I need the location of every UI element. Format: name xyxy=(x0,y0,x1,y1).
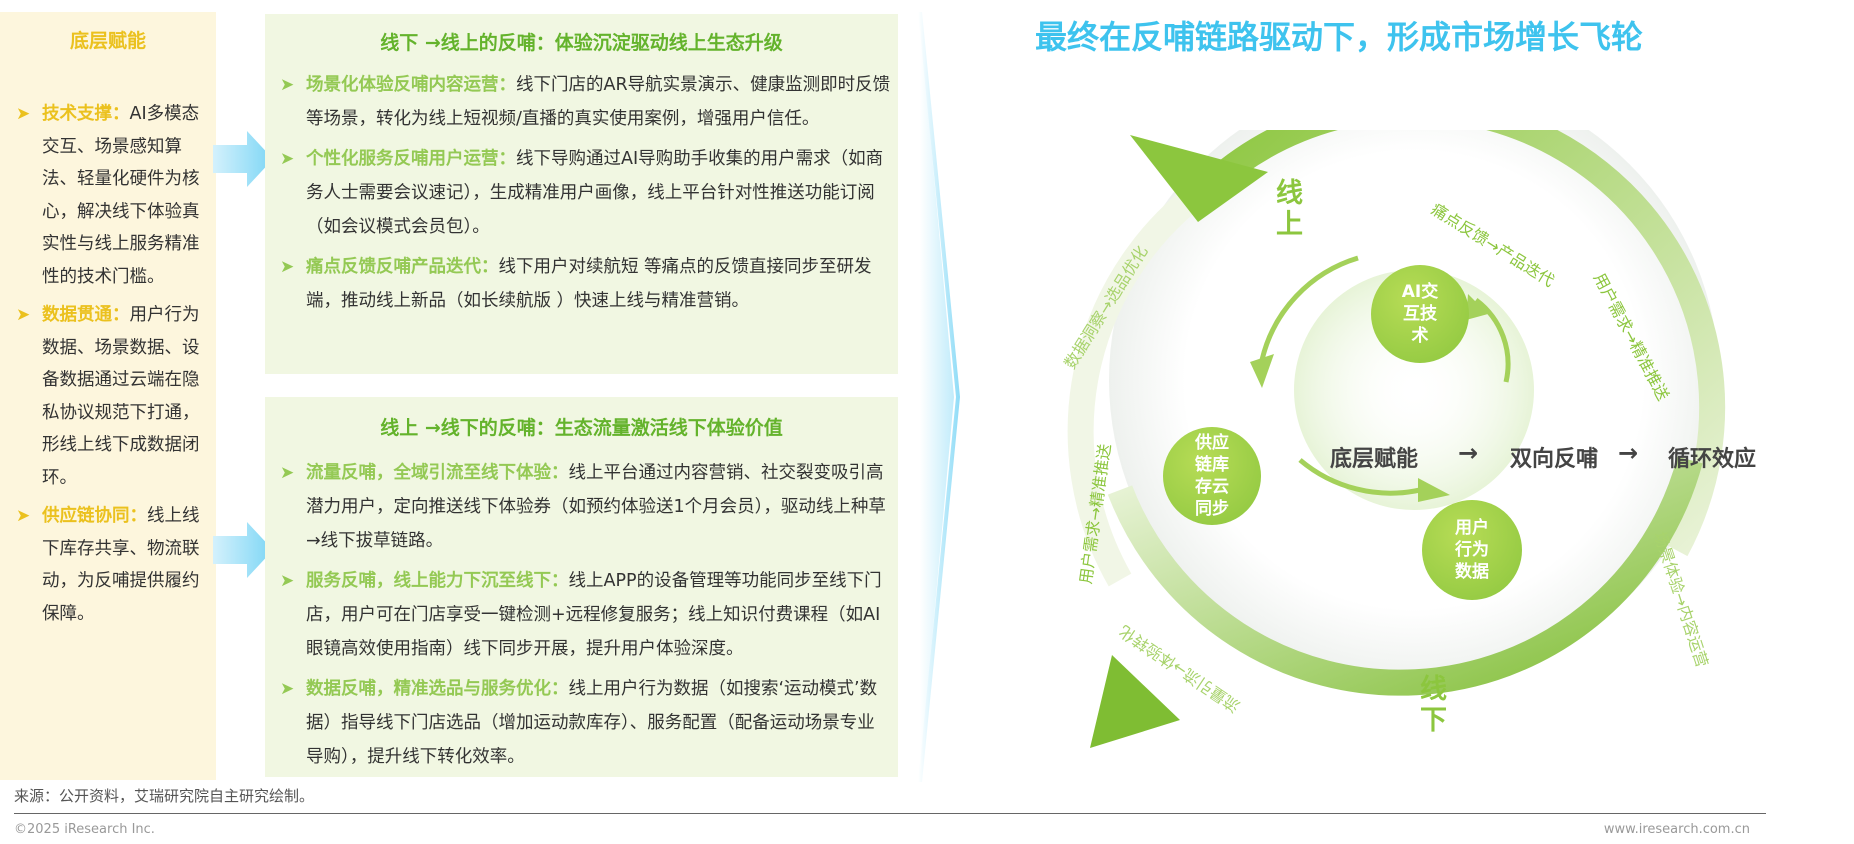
chevron-right-icon: ➤ xyxy=(280,463,295,483)
item-name: 数据贯通： xyxy=(42,305,130,325)
online-to-offline-title: 线上 →线下的反哺：生态流量激活线下体验价值 xyxy=(380,417,783,439)
chevron-right-icon: ➤ xyxy=(16,104,31,124)
offline-label: 线 下 xyxy=(1420,674,1447,736)
arrow-right-icon xyxy=(213,131,273,187)
node-label-line: 链库 xyxy=(1195,455,1229,475)
list-item: ➤ 个性化服务反哺用户运营：线下导购通过AI导购助手收集的用户需求（如商务人士需… xyxy=(280,142,892,244)
chevron-right-icon: ➤ xyxy=(280,679,295,699)
item-name: 场景化体验反哺内容运营： xyxy=(306,75,516,95)
outer-arc-arrowhead-top xyxy=(1130,135,1268,222)
item-text: 线上用户行为数据（如搜索‘运动模式’数据）指导线下门店选品（增加运动款库存）、服… xyxy=(306,679,878,767)
left-panel xyxy=(0,12,216,780)
inner-arrow-user xyxy=(1298,458,1421,496)
source-note: 来源：公开资料，艾瑞研究院自主研究绘制。 xyxy=(14,787,315,805)
node-label-line: 术 xyxy=(1411,326,1429,346)
list-item: ➤ 场景化体验反哺内容运营：线下门店的AR导航实景演示、健康监测即时反馈等场景，… xyxy=(280,68,892,136)
arrow-right-icon xyxy=(213,522,273,578)
offline-label-char: 下 xyxy=(1420,705,1447,736)
list-item: ➤ 服务反哺，线上能力下沉至线下：线上APP的设备管理等功能同步至线下门店，用户… xyxy=(280,564,892,666)
node-label-line: 用户 xyxy=(1455,518,1489,538)
item-name: 数据反哺，精准选品与服务优化： xyxy=(306,679,569,699)
right-panel-title: 最终在反哺链路驱动下，形成市场增长飞轮 xyxy=(1035,18,1644,56)
item-name: 技术支撑： xyxy=(42,104,130,124)
growth-flywheel-diagram xyxy=(1067,130,1726,748)
footer-divider xyxy=(14,813,1766,814)
item-text: AI多模态交互、场景感知算法、轻量化硬件为核心，解决线下体验真实性与线上服务精准… xyxy=(42,104,200,287)
chevron-right-icon: ➤ xyxy=(280,149,295,169)
arrow-right-icon: → xyxy=(1618,439,1639,467)
item-text: 线上线下库存共享、物流联动，为反哺提供履约保障。 xyxy=(42,506,200,624)
left-panel-title: 底层赋能 xyxy=(69,30,146,52)
item-text: 线下用户对续航短 等痛点的反馈直接同步至研发端，推动线上新品（如长续航版 ）快速… xyxy=(306,257,872,311)
inner-arrow-to-ai xyxy=(1474,297,1511,383)
list-item: ➤ 供应链协同：线上线下库存共享、物流联动，为反哺提供履约保障。 xyxy=(14,500,210,630)
node-label-line: AI交 xyxy=(1401,282,1439,302)
inner-arrowhead xyxy=(1418,478,1450,502)
node-user-behavior: 用户 行为 数据 xyxy=(1422,500,1522,600)
offline-to-online-box xyxy=(265,14,898,374)
item-text: 线上APP的设备管理等功能同步至线下门店，用户可在门店享受一键检测+远程修复服务… xyxy=(306,571,882,659)
node-label-line: 存云 xyxy=(1195,477,1229,497)
node-label-line: 数据 xyxy=(1455,562,1489,582)
inner-arrowhead xyxy=(1250,354,1274,388)
outer-arc-arrowhead-bottom xyxy=(1090,655,1180,748)
online-label-char: 线 xyxy=(1276,178,1303,209)
list-item: ➤ 数据反哺，精准选品与服务优化：线上用户行为数据（如搜索‘运动模式’数据）指导… xyxy=(280,672,892,774)
item-text: 用户行为数据、场景数据、设备数据通过云端在隐私协议规范下打通，形线上线下成数据闭… xyxy=(42,305,200,488)
center-label-base-enablement: 底层赋能 xyxy=(1330,447,1419,472)
item-name: 流量反哺，全域引流至线下体验： xyxy=(306,463,569,483)
list-item: ➤ 数据贯通：用户行为数据、场景数据、设备数据通过云端在隐私协议规范下打通，形线… xyxy=(14,299,210,494)
node-label-line: 互技 xyxy=(1402,304,1437,324)
chevron-right-icon: ➤ xyxy=(16,506,31,526)
center-label-two-way: 双向反哺 xyxy=(1510,447,1599,472)
list-item: ➤ 技术支撑：AI多模态交互、场景感知算法、轻量化硬件为核心，解决线下体验真实性… xyxy=(14,98,210,293)
list-item: ➤ 痛点反馈反哺产品迭代：线下用户对续航短 等痛点的反馈直接同步至研发端，推动线… xyxy=(280,250,892,318)
left-panel-list: ➤ 技术支撑：AI多模态交互、场景感知算法、轻量化硬件为核心，解决线下体验真实性… xyxy=(14,98,210,630)
divider-chevron-icon xyxy=(918,12,960,782)
inner-arrow-supply-to-ai xyxy=(1259,255,1359,361)
node-label-line: 行为 xyxy=(1455,540,1489,560)
outer-arc-left xyxy=(1067,171,1222,587)
node-supply-chain: 供应 链库 存云 同步 xyxy=(1163,427,1261,525)
inner-glow xyxy=(1294,270,1534,510)
website-url: www.iresearch.com.cn xyxy=(1603,822,1750,837)
online-to-offline-box xyxy=(265,397,898,777)
item-name: 痛点反馈反哺产品迭代： xyxy=(306,257,499,277)
chevron-right-icon: ➤ xyxy=(16,305,31,325)
outer-arc-online xyxy=(1205,130,1726,557)
offline-label-char: 线 xyxy=(1420,674,1447,705)
online-label: 线 上 xyxy=(1276,178,1303,240)
item-text: 线下门店的AR导航实景演示、健康监测即时反馈等场景，转化为线上短视频/直播的真实… xyxy=(306,75,891,129)
online-to-offline-list: ➤ 流量反哺，全域引流至线下体验：线上平台通过内容营销、社交裂变吸引高潜力用户，… xyxy=(280,456,892,780)
chevron-right-icon: ➤ xyxy=(280,75,295,95)
item-name: 个性化服务反哺用户运营： xyxy=(306,149,516,169)
item-text: 线上平台通过内容营销、社交裂变吸引高潜力用户，定向推送线下体验券（如预约体验送1… xyxy=(306,463,886,551)
item-name: 供应链协同： xyxy=(42,506,147,526)
inner-arrowhead xyxy=(1466,294,1488,320)
item-name: 服务反哺，线上能力下沉至线下： xyxy=(306,571,569,591)
offline-to-online-list: ➤ 场景化体验反哺内容运营：线下门店的AR导航实景演示、健康监测即时反馈等场景，… xyxy=(280,68,892,324)
item-text: 线下导购通过AI导购助手收集的用户需求（如商务人士需要会议速记），生成精准用户画… xyxy=(306,149,884,237)
copyright-text: ©2025 iResearch Inc. xyxy=(14,822,155,837)
arrow-right-icon: → xyxy=(1458,439,1479,467)
chevron-right-icon: ➤ xyxy=(280,571,295,591)
online-label-char: 上 xyxy=(1276,209,1303,240)
center-label-cycle-effect: 循环效应 xyxy=(1668,447,1757,472)
node-label-line: 同步 xyxy=(1195,499,1229,519)
node-ai-interaction: AI交 互技 术 xyxy=(1371,265,1469,363)
offline-to-online-title: 线下 →线上的反哺：体验沉淀驱动线上生态升级 xyxy=(380,32,783,54)
node-label-line: 供应 xyxy=(1195,433,1229,453)
chevron-right-icon: ➤ xyxy=(280,257,295,277)
outer-arc-offline xyxy=(1107,456,1703,696)
list-item: ➤ 流量反哺，全域引流至线下体验：线上平台通过内容营销、社交裂变吸引高潜力用户，… xyxy=(280,456,892,558)
